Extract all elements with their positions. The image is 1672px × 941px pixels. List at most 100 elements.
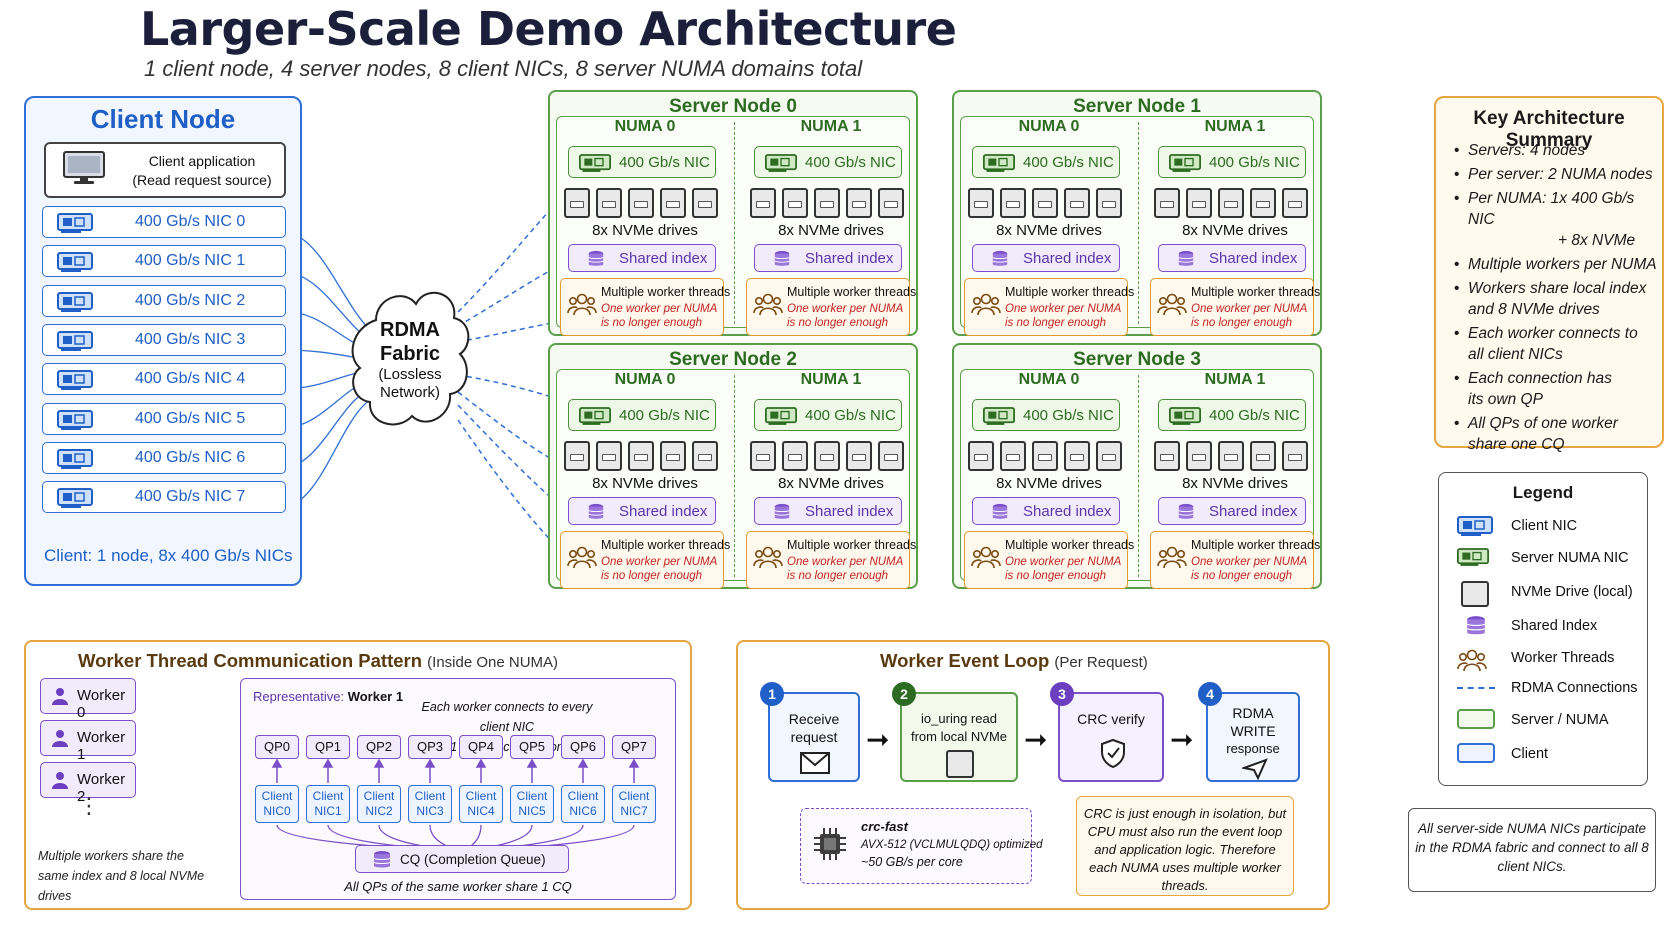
shared-index: Shared index bbox=[1158, 497, 1306, 525]
cq-link bbox=[276, 824, 389, 848]
step-1-label: Receive request bbox=[774, 710, 854, 746]
database-icon bbox=[1466, 616, 1486, 635]
client-app-line1: Client application bbox=[148, 153, 256, 169]
nvme-drive-icon bbox=[1218, 441, 1244, 471]
client-nic-target-label: NIC3 bbox=[416, 804, 444, 818]
shared-index: Shared index bbox=[972, 497, 1120, 525]
numa-divider bbox=[734, 375, 735, 577]
fabric-subtitle: (Lossless Network) bbox=[346, 366, 474, 402]
qp-arrow-head bbox=[373, 758, 385, 768]
legend-label: Server / NUMA bbox=[1511, 712, 1609, 728]
database-icon bbox=[588, 250, 604, 266]
fabric-line2: Fabric bbox=[379, 343, 441, 365]
queue-pair-3: QP3 bbox=[408, 735, 452, 759]
arrow-3-4: ➞ bbox=[1170, 724, 1194, 755]
nvme-drive-icon bbox=[564, 188, 590, 218]
client-nic-6: 400 Gb/s NIC 6 bbox=[42, 441, 286, 474]
client-nic-0: 400 Gb/s NIC 0 bbox=[42, 206, 286, 238]
queue-pair-2: QP2 bbox=[357, 735, 401, 759]
worker-warning-line2: is no longer enough bbox=[1191, 570, 1293, 582]
worker-warning-line2: is no longer enough bbox=[787, 570, 889, 582]
nvme-drive-icon bbox=[946, 750, 974, 778]
step-io-uring-read: 2 io_uring read from local NVMe bbox=[892, 682, 1018, 782]
nvme-drive-icon bbox=[968, 188, 994, 218]
shared-index: Shared index bbox=[1158, 244, 1306, 272]
client-nic-5: 400 Gb/s NIC 5 bbox=[42, 402, 286, 435]
client-application: Client application (Read request source) bbox=[44, 142, 286, 198]
worker-icon bbox=[52, 688, 68, 705]
numa-divider bbox=[734, 122, 735, 324]
nvme-drive-icon bbox=[596, 188, 622, 218]
cq-label: CQ (Completion Queue) bbox=[400, 852, 546, 867]
worker-threads-icon bbox=[1157, 546, 1187, 569]
worker-warning-line1: One worker per NUMA bbox=[601, 556, 718, 568]
crc-fast-title: crc-fast bbox=[861, 819, 908, 834]
nic-card-icon bbox=[1457, 516, 1493, 536]
nvme-drives-label: 8x NVMe drives bbox=[996, 475, 1102, 492]
nvme-drive-icon bbox=[1032, 441, 1058, 471]
legend-swatch bbox=[1457, 677, 1495, 689]
client-nic-label: 400 Gb/s NIC 0 bbox=[135, 213, 246, 230]
server-numa-nic: 400 Gb/s NIC bbox=[1158, 399, 1306, 431]
nvme-drives-label: 8x NVMe drives bbox=[996, 222, 1102, 239]
nvme-drive-icon bbox=[846, 188, 872, 218]
worker-label: Worker 1 bbox=[77, 729, 126, 763]
shared-index: Shared index bbox=[568, 244, 716, 272]
numa-divider bbox=[1138, 122, 1139, 324]
server-nic-icon bbox=[1169, 407, 1201, 425]
nvme-drive-icon bbox=[814, 188, 840, 218]
legend-item: Shared Index bbox=[1457, 613, 1647, 641]
step-2-line1: io_uring read bbox=[921, 711, 997, 726]
client-app-line2: (Read request source) bbox=[132, 172, 272, 188]
fabric-title: RDMA Fabric bbox=[346, 318, 474, 366]
summary-item: All QPs of one worker bbox=[1454, 413, 1658, 434]
cq-note: All QPs of the same worker share 1 CQ bbox=[344, 879, 572, 894]
nvme-drives-label: 8x NVMe drives bbox=[778, 222, 884, 239]
worker-threads-label: Multiple worker threads bbox=[601, 538, 731, 552]
qp-arrow-head bbox=[271, 758, 283, 768]
worker-thread-pattern: Worker Thread Communication Pattern (Ins… bbox=[24, 640, 692, 910]
server-nic-icon bbox=[579, 407, 611, 425]
legend-label: Client NIC bbox=[1511, 518, 1578, 534]
server-nic-icon bbox=[983, 407, 1015, 425]
worker-threads-label: Multiple worker threads bbox=[787, 285, 917, 299]
numa-title: NUMA 1 bbox=[1204, 371, 1266, 388]
server-node-title: Server Node 1 bbox=[1073, 96, 1201, 117]
server-numa-nic: 400 Gb/s NIC bbox=[568, 399, 716, 431]
client-nic-label: 400 Gb/s NIC 1 bbox=[135, 252, 246, 270]
legend-swatch bbox=[1457, 743, 1495, 763]
database-icon bbox=[774, 503, 790, 519]
summary-item: and 8 NVMe drives bbox=[1468, 301, 1600, 318]
worker-0: Worker 0 bbox=[40, 678, 136, 721]
legend-item: Client NIC bbox=[1457, 513, 1647, 541]
database-icon bbox=[588, 503, 604, 519]
legend-label: Shared Index bbox=[1511, 618, 1598, 634]
worker-warning-line1: One worker per NUMA bbox=[787, 303, 904, 315]
numa-title: NUMA 0 bbox=[614, 371, 676, 388]
numa-title: NUMA 0 bbox=[614, 118, 676, 135]
database-icon bbox=[774, 250, 790, 266]
shared-index-label: Shared index bbox=[1023, 250, 1112, 267]
qp-arrow-head bbox=[526, 758, 538, 768]
nvme-drives-label: 8x NVMe drives bbox=[592, 475, 698, 492]
summary-list: Servers: 4 nodesPer server: 2 NUMA nodes… bbox=[1454, 140, 1658, 458]
legend-label: NVMe Drive (local) bbox=[1511, 584, 1633, 600]
worker-threads-icon bbox=[567, 546, 597, 569]
server-node-title: Server Node 3 bbox=[1073, 349, 1201, 370]
summary-item: Per server: 2 NUMA nodes bbox=[1454, 164, 1658, 185]
client-nic-target-label: NIC4 bbox=[467, 804, 495, 818]
worker-threads-icon bbox=[1457, 649, 1487, 672]
nvme-drive-group bbox=[1154, 188, 1310, 218]
nvme-drive-icon bbox=[878, 441, 904, 471]
shared-index-label: Shared index bbox=[805, 250, 894, 267]
legend-swatch bbox=[1457, 581, 1489, 607]
nvme-drive-icon bbox=[968, 441, 994, 471]
